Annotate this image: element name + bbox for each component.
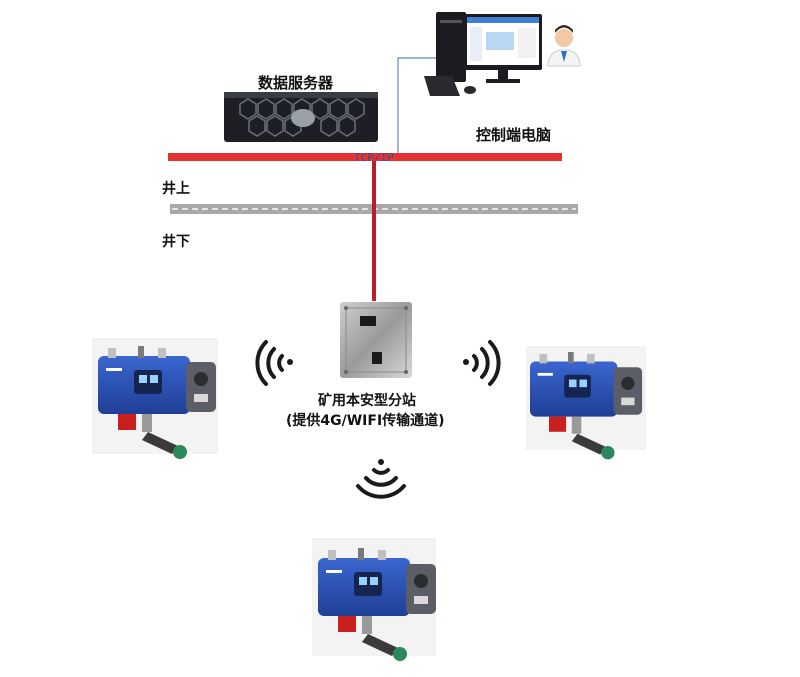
robot-device-icon — [312, 538, 436, 661]
above-ground-label: 井上 — [162, 181, 190, 197]
substation-box-icon — [340, 302, 412, 378]
computer-icon — [424, 12, 542, 96]
control-pc-label: 控制端电脑 — [476, 126, 552, 144]
wifi-icon — [463, 340, 501, 386]
substation-label: 矿用本安型分站 — [318, 393, 416, 409]
server-label: 数据服务器 — [258, 74, 334, 92]
robot-device-icon — [92, 338, 218, 459]
user-icon — [547, 25, 581, 67]
network-link — [372, 161, 376, 301]
wifi-icon — [356, 459, 406, 499]
protocol-label: TCP/IP — [354, 151, 394, 164]
below-ground-label: 井下 — [162, 234, 190, 250]
robot-device-icon — [526, 346, 646, 460]
network-bus — [168, 153, 562, 161]
server-icon — [224, 92, 378, 142]
wifi-icon — [255, 340, 293, 386]
substation-sub-label: (提供4G/WIFI传输通道) — [286, 413, 445, 429]
